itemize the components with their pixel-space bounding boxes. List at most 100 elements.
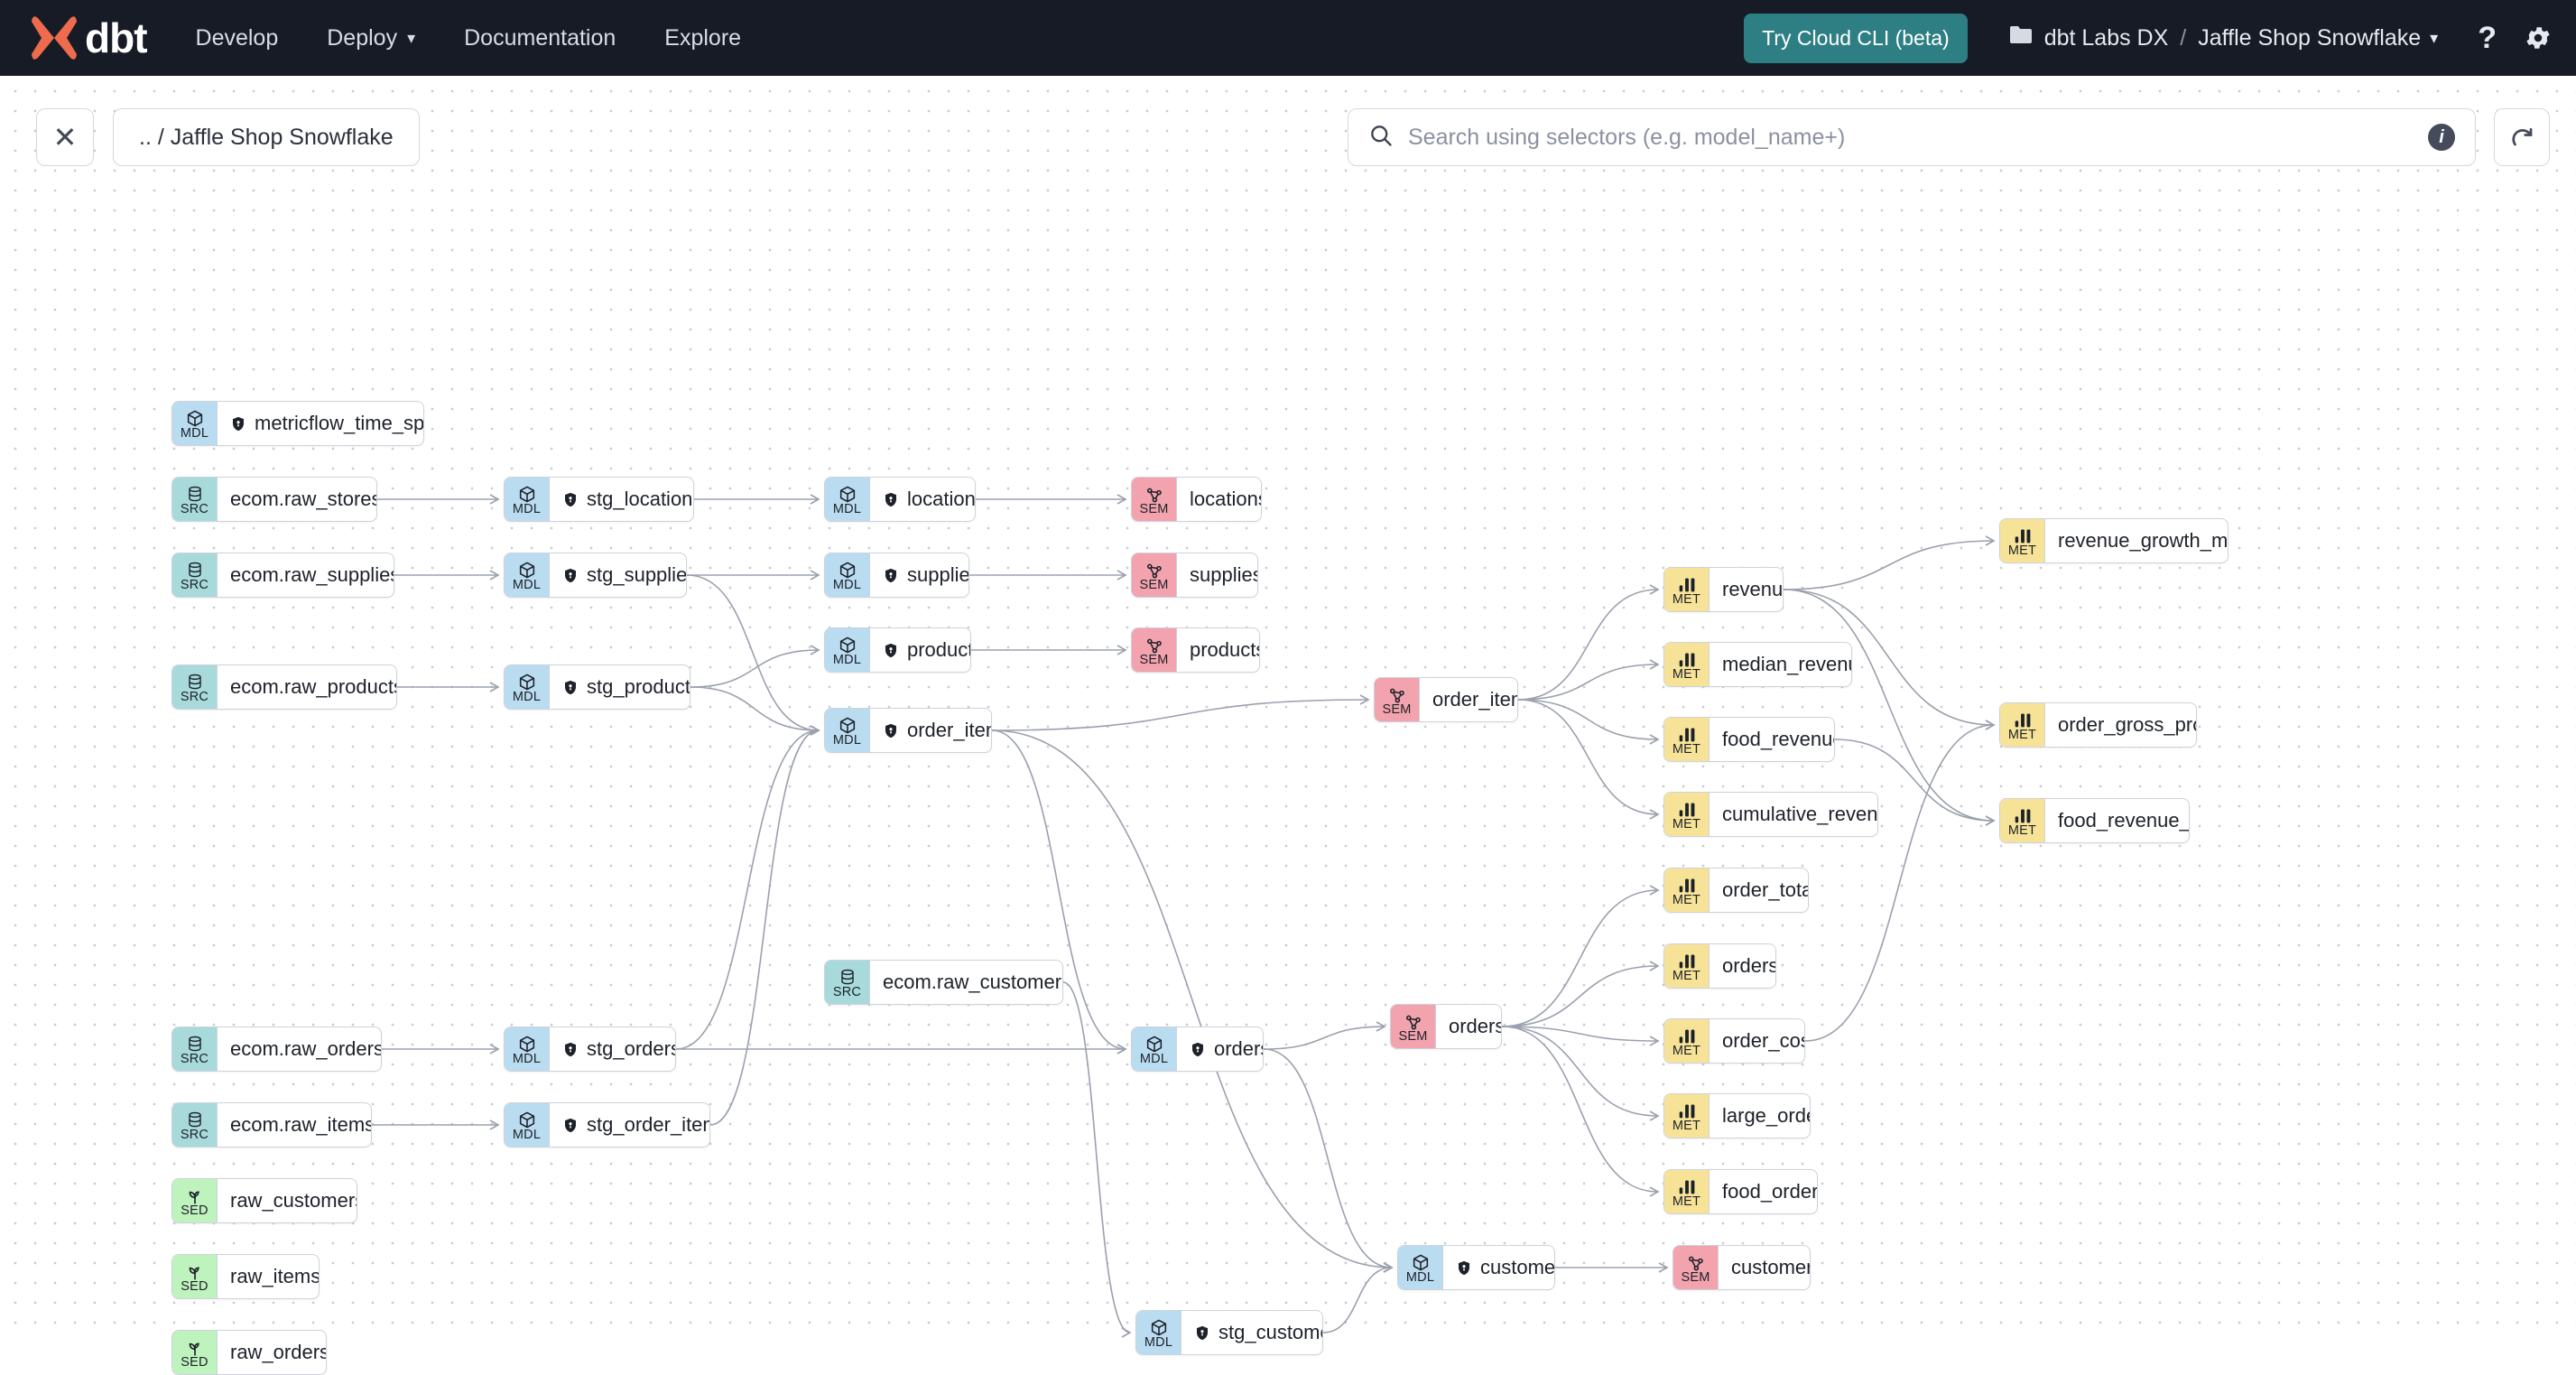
node-label: raw_customers [218, 1179, 357, 1222]
cube-icon [517, 1035, 537, 1054]
graph-node-raw-customers[interactable]: SED raw_customers [171, 1178, 357, 1223]
mdl-type-badge: MDL [825, 709, 870, 752]
try-cloud-cli-button[interactable]: Try Cloud CLI (beta) [1744, 13, 1968, 63]
seedling-icon [185, 1338, 205, 1357]
sem-type-badge: SEM [1132, 478, 1177, 521]
breadcrumb-separator: / [2180, 24, 2187, 51]
graph-node-ecom-raw-stores[interactable]: SRC ecom.raw_stores [171, 477, 377, 522]
node-name-text: products [1190, 638, 1260, 661]
nav-link-documentation[interactable]: Documentation [464, 25, 616, 51]
breadcrumb-project-selector[interactable]: Jaffle Shop Snowflake ▾ [2198, 25, 2438, 51]
shield-icon [883, 567, 899, 584]
dbt-logo-icon [29, 14, 79, 61]
bar-chart-icon [2013, 806, 2033, 825]
lineage-search-bar[interactable]: i [1348, 108, 2476, 166]
node-label: orders [1710, 944, 1775, 988]
mdl-type-badge: MDL [505, 665, 550, 709]
graph-node-orders-mdl[interactable]: MDLorders [1131, 1027, 1264, 1072]
node-label: customers [1719, 1246, 1810, 1289]
node-name-text: order_gross_profit [2058, 713, 2196, 736]
nav-link-explore[interactable]: Explore [664, 25, 741, 51]
shield-icon [883, 491, 899, 508]
help-icon[interactable]: ? [2478, 20, 2497, 55]
node-type-label: MDL [832, 502, 862, 516]
mdl-type-badge: MDL [825, 553, 870, 597]
node-label: ecom.raw_orders [218, 1027, 382, 1071]
graph-node-stg-products[interactable]: MDL stg_products [504, 664, 690, 710]
sem-type-badge: SEM [1132, 628, 1177, 672]
graph-node-sem-customers[interactable]: SEMcustomers [1673, 1245, 1811, 1290]
node-name-text: raw_customers [230, 1189, 357, 1212]
graph-node-products[interactable]: MDLproducts [824, 627, 971, 673]
project-breadcrumb-pill[interactable]: .. / Jaffle Shop Snowflake [113, 108, 420, 166]
sed-type-badge: SED [172, 1179, 218, 1222]
node-type-label: MDL [1139, 1052, 1169, 1066]
node-label: stg_products [550, 665, 690, 709]
graph-node-ecom-raw-orders[interactable]: SRC ecom.raw_orders [171, 1027, 382, 1072]
node-name-text: ecom.raw_orders [230, 1037, 382, 1060]
node-type-label: MET [1672, 1044, 1701, 1058]
shield-icon [562, 1117, 579, 1134]
node-label: median_revenue [1710, 643, 1851, 686]
graph-node-locations[interactable]: MDLlocations [824, 477, 976, 522]
graph-node-customers-mdl[interactable]: MDLcustomers [1397, 1245, 1555, 1290]
dbt-logo[interactable]: dbt [29, 14, 148, 62]
refresh-button[interactable] [2494, 108, 2550, 166]
cube-icon [838, 561, 857, 580]
node-name-text: stg_products [587, 675, 690, 698]
node-name-text: revenue_growth_mom [2058, 529, 2229, 552]
breadcrumb-account[interactable]: dbt Labs DX [2043, 24, 2169, 51]
nav-link-documentation-label: Documentation [464, 24, 616, 51]
info-icon[interactable]: i [2428, 124, 2455, 151]
breadcrumb-project-label: Jaffle Shop Snowflake [2198, 24, 2422, 51]
nav-link-develop[interactable]: Develop [196, 25, 279, 51]
cube-icon [1144, 1035, 1164, 1054]
gear-icon[interactable] [2524, 23, 2553, 52]
src-type-badge: SRC [825, 961, 870, 1004]
nav-link-deploy-label: Deploy [327, 24, 398, 51]
database-icon [186, 673, 204, 692]
search-icon [1368, 123, 1394, 153]
node-name-text: food_orders [1722, 1180, 1818, 1203]
node-name-text: ecom.raw_stores [230, 488, 377, 510]
nav-link-deploy[interactable]: Deploy ▾ [327, 25, 415, 51]
node-type-label: SRC [180, 502, 209, 516]
search-input[interactable] [1408, 124, 2428, 151]
node-type-label: SRC [180, 1052, 209, 1066]
graph-node-supplies[interactable]: MDLsupplies [824, 553, 969, 598]
shield-icon [883, 722, 899, 739]
graph-node-sem-products[interactable]: SEM products [1131, 627, 1260, 673]
close-lineage-button[interactable]: ✕ [36, 108, 94, 166]
node-name-text: customers [1480, 1256, 1555, 1278]
